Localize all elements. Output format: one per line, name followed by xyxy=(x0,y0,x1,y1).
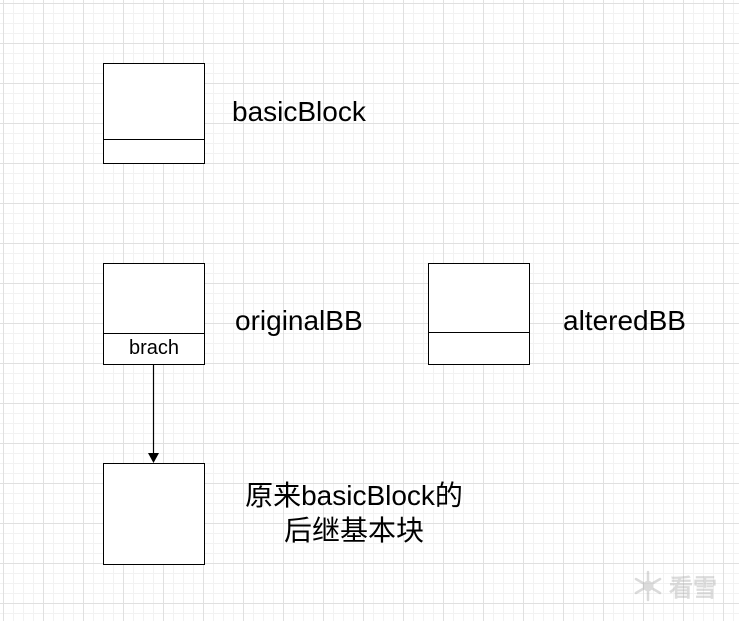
block-divider xyxy=(429,332,529,333)
arrowhead-icon xyxy=(148,453,159,463)
block-divider xyxy=(104,139,204,140)
original-bb-label: originalBB xyxy=(235,305,363,336)
successor-label-line-2: 后继基本块 xyxy=(283,515,424,546)
basic-block-label: basicBlock xyxy=(232,96,366,127)
successor-block-box[interactable] xyxy=(103,463,205,565)
altered-bb-box[interactable] xyxy=(428,263,530,365)
snowflake-icon xyxy=(634,570,662,601)
branch-label: brach xyxy=(128,337,180,359)
basic-block-box[interactable] xyxy=(103,63,205,164)
block-divider xyxy=(104,333,204,334)
original-bb-box[interactable]: brach xyxy=(103,263,205,365)
watermark-text: 看雪 xyxy=(669,575,717,602)
altered-bb-label: alteredBB xyxy=(563,305,686,336)
successor-block-label: 原来basicBlock的 后继基本块 xyxy=(236,478,472,548)
watermark: 看雪 xyxy=(631,568,717,603)
successor-label-line-1: 原来basicBlock的 xyxy=(245,480,463,511)
